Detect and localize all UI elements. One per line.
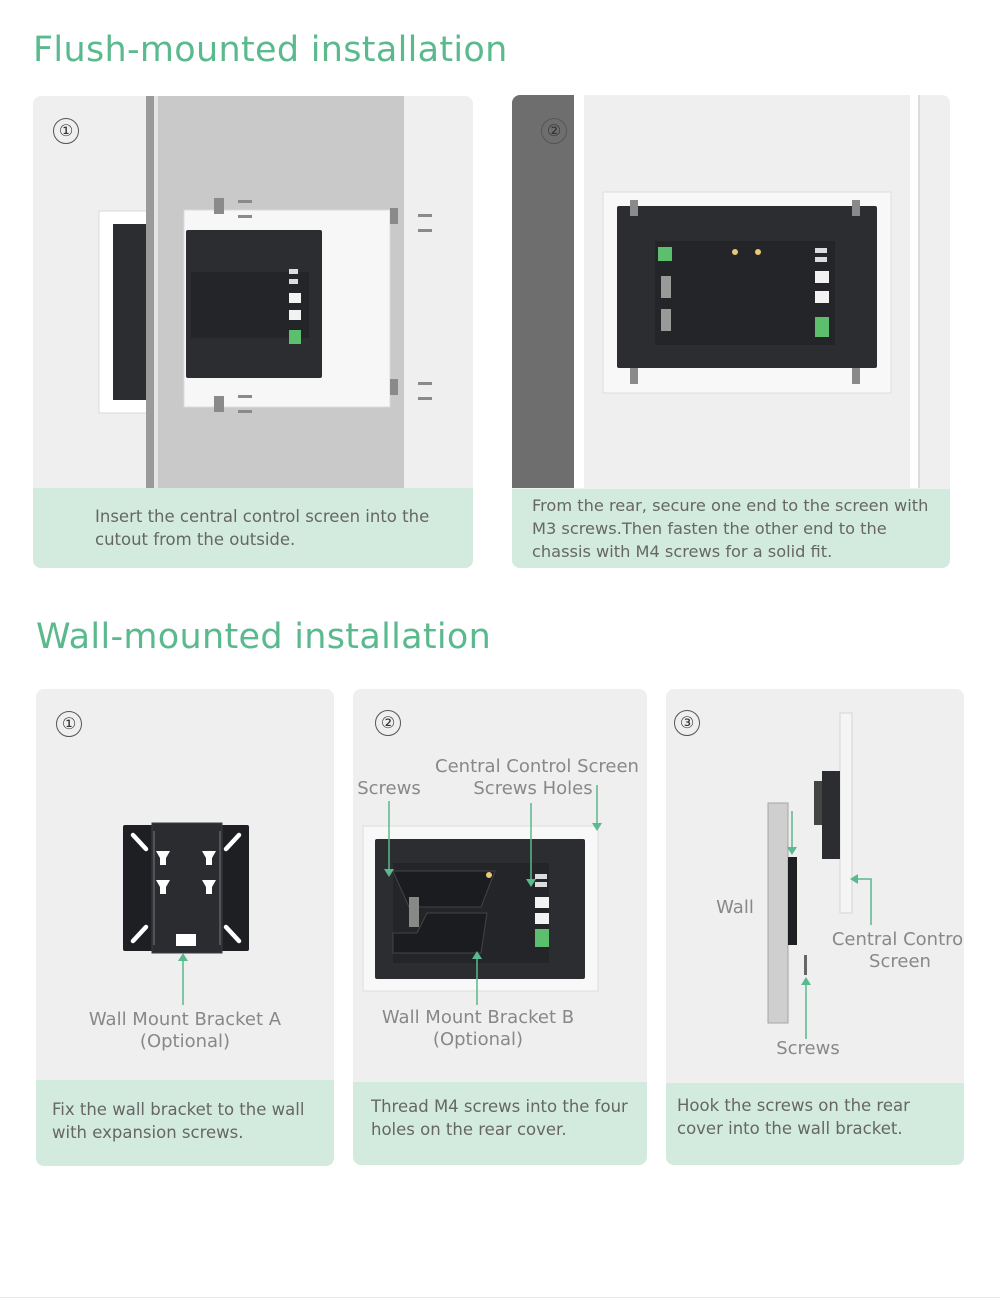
bracket-b-label: Wall Mount Bracket B (381, 1007, 575, 1028)
wall-step-1-card: ① Wall Mount Bracket A (Optional) Fix th… (36, 689, 334, 1166)
central-control-screen-label: Central Control (831, 929, 964, 950)
flush-step-1-caption: Insert the central control screen into t… (33, 488, 473, 568)
wall-step-2-card: ② Screws Central Control Screen Screws H… (353, 689, 647, 1165)
wall-step-3-number: ③ (674, 710, 700, 736)
flush-step-2-card: ② From the rear, secure one end to the s… (512, 95, 950, 568)
page-bottom-divider (0, 1297, 1000, 1298)
bracket-a-label: Wall Mount Bracket A (88, 1009, 282, 1030)
screws-label-step-3: Screws (776, 1038, 840, 1059)
bracket-a-optional-label: (Optional) (139, 1031, 231, 1052)
flush-step-2-caption: From the rear, secure one end to the scr… (512, 489, 950, 568)
wall-step-2-illustration (362, 785, 602, 1005)
wall-step-2-caption: Thread M4 screws into the four holes on … (353, 1082, 647, 1165)
flush-step-2-illustration (512, 95, 920, 488)
wall-step-1-number: ① (56, 711, 82, 737)
wall-step-2-number: ② (375, 710, 401, 736)
wall-step-1-caption: Fix the wall bracket to the wall with ex… (36, 1080, 334, 1166)
wall-step-3-card: ③ Wall Central Control Screen Screws Hoo… (666, 689, 964, 1165)
flush-step-1-illustration (98, 96, 432, 488)
central-control-screen-label-2: Screen (869, 951, 931, 972)
bracket-b-optional-label: (Optional) (432, 1029, 524, 1050)
wall-label: Wall (716, 897, 754, 918)
screws-label: Screws (357, 778, 421, 799)
flush-step-1-number: ① (53, 118, 79, 144)
wall-step-3-illustration (767, 712, 872, 1039)
screen-holes-label-2: Screws Holes (473, 778, 593, 799)
flush-section-title: Flush-mounted installation (33, 30, 508, 70)
flush-step-2-number: ② (541, 118, 567, 144)
wall-step-3-caption: Hook the screws on the rear cover into t… (666, 1083, 964, 1165)
screen-holes-label: Central Control Screen (435, 756, 639, 777)
wall-step-1-illustration (123, 822, 249, 1005)
wall-section-title: Wall-mounted installation (36, 617, 492, 657)
flush-step-1-card: ① Insert the central control screen into… (33, 96, 473, 568)
